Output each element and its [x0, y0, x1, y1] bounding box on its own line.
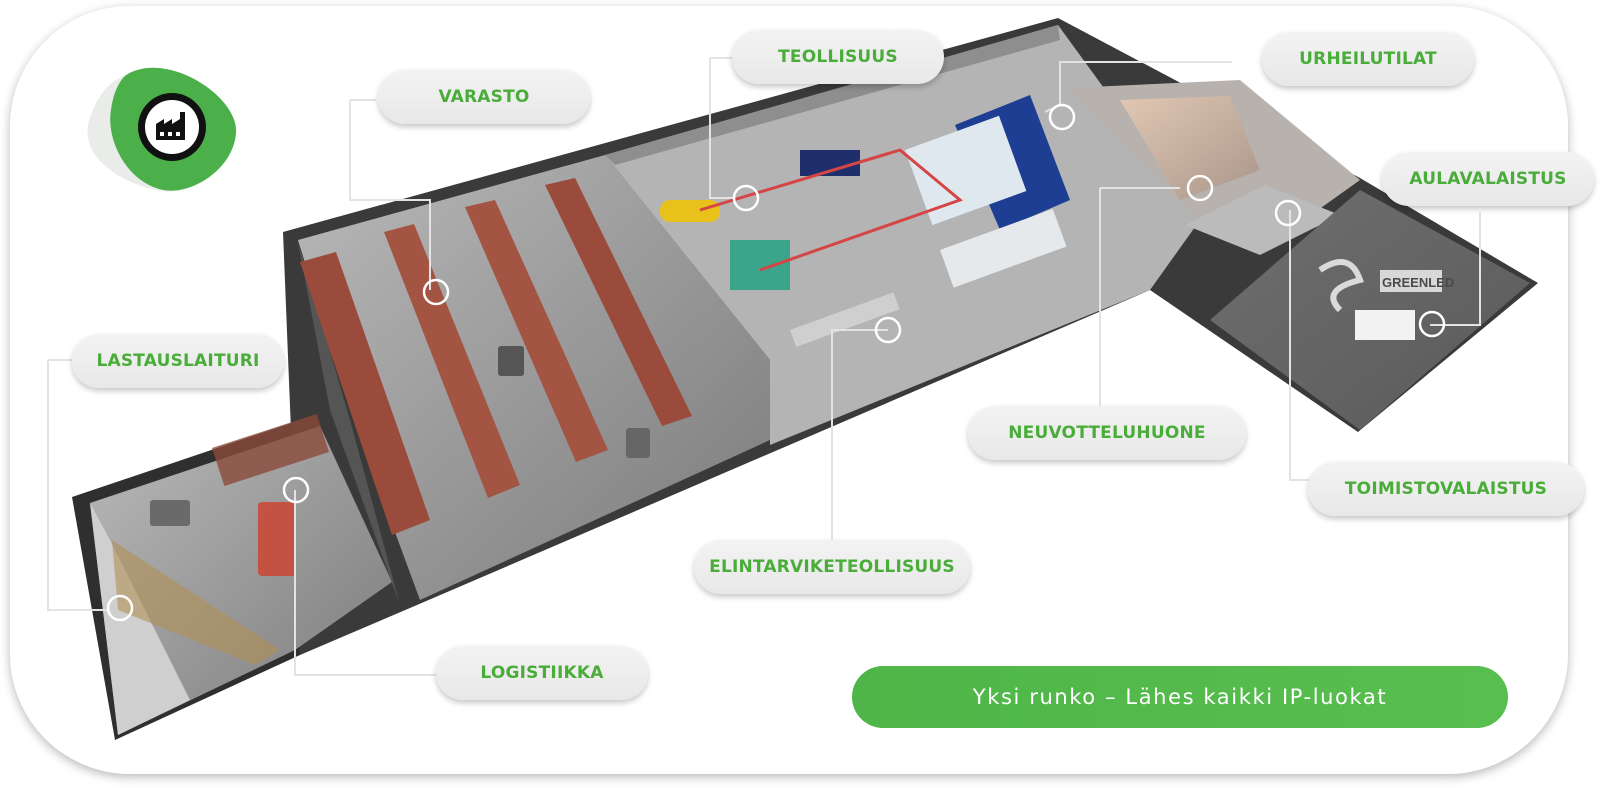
factory-icon: [156, 112, 185, 140]
office-area: [1068, 80, 1360, 255]
loading-dock-area: [90, 414, 392, 735]
label-neuvotteluhuone[interactable]: NEUVOTTELUHUONE: [968, 406, 1246, 460]
label-toimistovalaistus[interactable]: TOIMISTOVALAISTUS: [1308, 462, 1584, 516]
leader-lines: [47, 57, 1481, 676]
hotspot-urheilutilat[interactable]: [1048, 103, 1076, 131]
hotspot-varasto[interactable]: [422, 278, 450, 306]
label-teollisuus[interactable]: TEOLLISUUS: [732, 30, 944, 84]
hotspot-elintarviketeollisuus[interactable]: [874, 316, 902, 344]
hotspot-neuvotteluhuone[interactable]: [1186, 174, 1214, 202]
label-aulavalaistus[interactable]: AULAVALAISTUS: [1382, 152, 1594, 206]
hotspot-toimistovalaistus[interactable]: [1274, 199, 1302, 227]
label-elintarviketeollisuus[interactable]: ELINTARVIKETEOLLISUUS: [694, 540, 970, 594]
ip-class-banner: Yksi runko – Lähes kaikki IP-luokat: [852, 666, 1508, 728]
warehouse-area: [298, 155, 770, 605]
label-urheilutilat[interactable]: URHEILUTILAT: [1262, 32, 1474, 86]
industrial-area: [605, 25, 1200, 445]
hotspot-teollisuus[interactable]: [732, 184, 760, 212]
hotspot-lastauslaituri[interactable]: [106, 594, 134, 622]
brand-logo: [87, 67, 237, 192]
shelf-rows: [300, 178, 692, 535]
hotspot-markers: [106, 103, 1446, 622]
hotspot-aulavalaistus[interactable]: [1418, 310, 1446, 338]
label-varasto[interactable]: VARASTO: [378, 70, 590, 124]
hotspot-logistiikka[interactable]: [282, 476, 310, 504]
label-lastauslaituri[interactable]: LASTAUSLAITURI: [72, 334, 284, 388]
svg-text:GREENLED: GREENLED: [1382, 275, 1454, 290]
label-logistiikka[interactable]: LOGISTIIKKA: [436, 646, 648, 700]
